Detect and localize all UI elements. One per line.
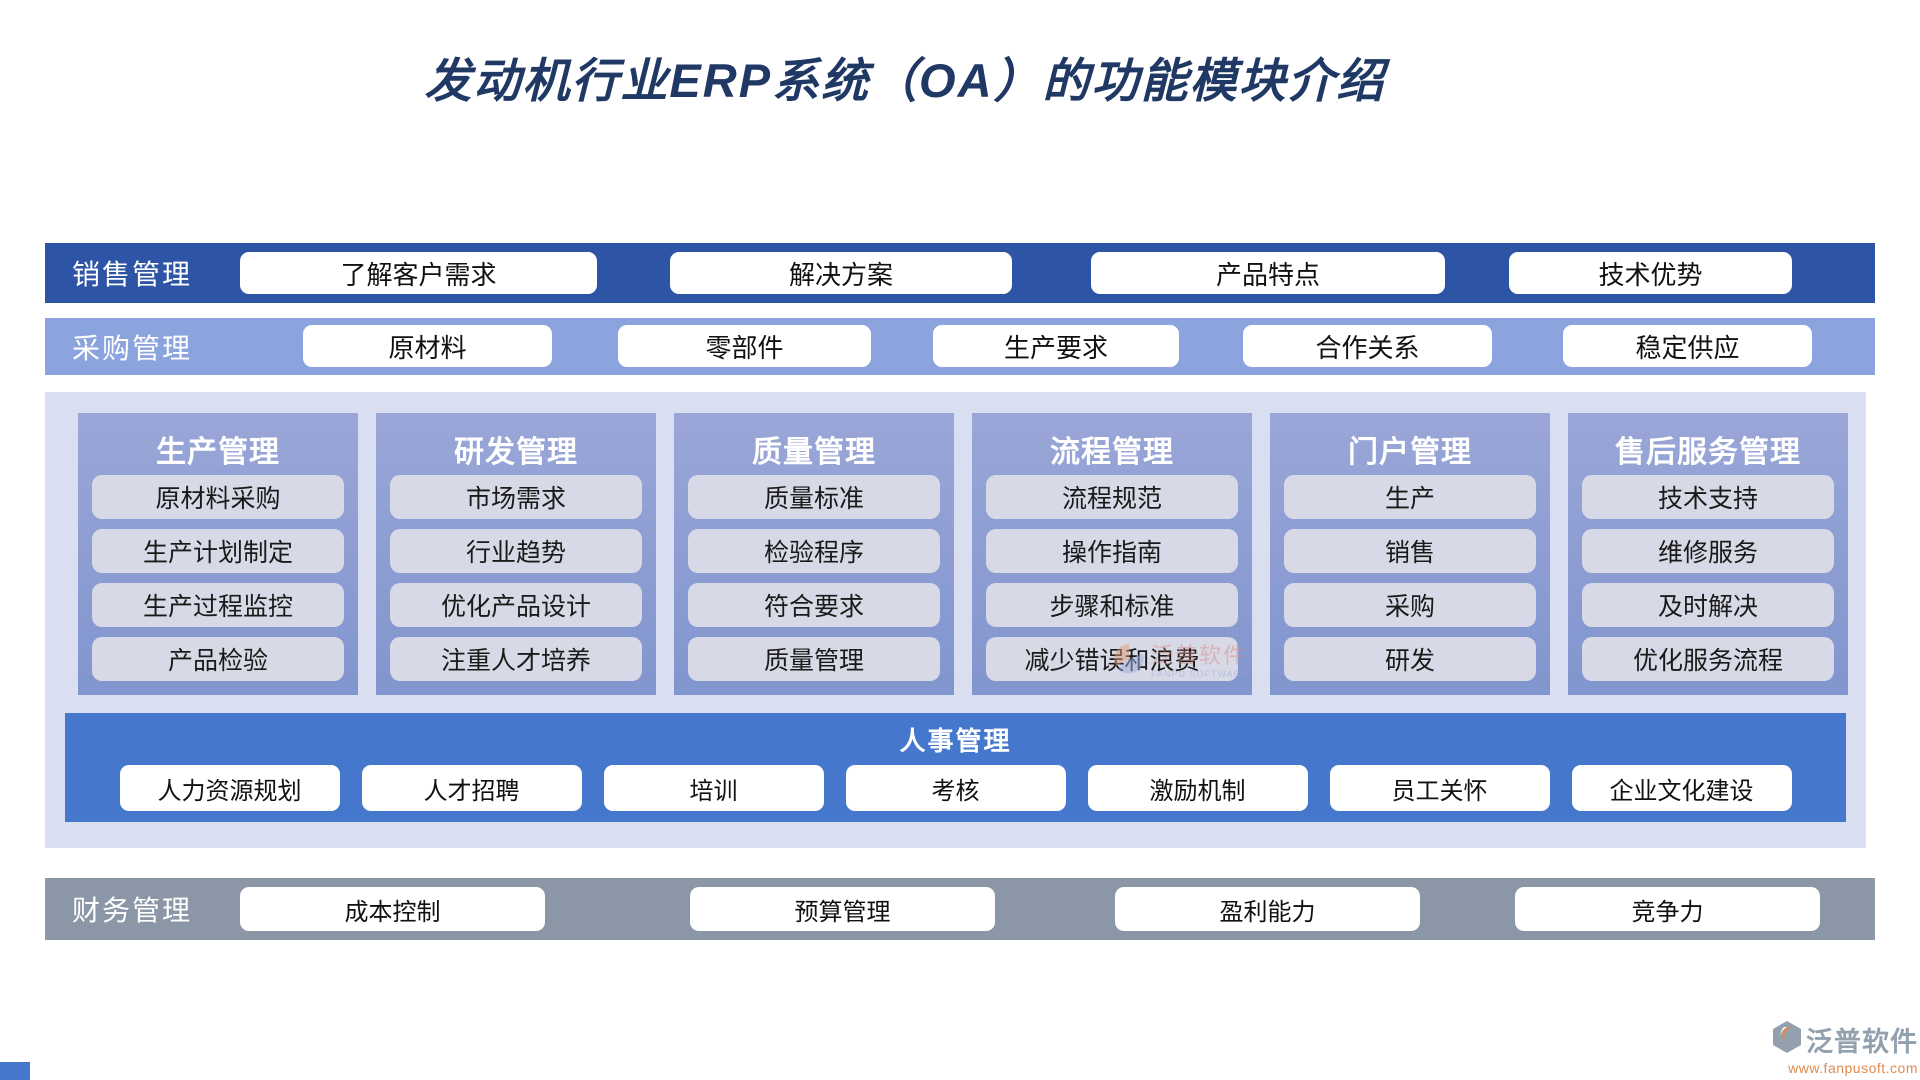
corner-fragment — [0, 1062, 30, 1080]
purchase-band: 采购管理 原材料 零部件 生产要求 合作关系 稳定供应 — [45, 318, 1875, 375]
column-item[interactable]: 技术支持 — [1582, 475, 1834, 519]
column-item[interactable]: 检验程序 — [688, 529, 940, 573]
column-item[interactable]: 生产 — [1284, 475, 1536, 519]
watermark-subtext: FANPU SOFTWARE — [1151, 668, 1249, 679]
footer-url[interactable]: www.fanpusoft.com — [1788, 1060, 1918, 1076]
sales-band: 销售管理 了解客户需求 解决方案 产品特点 技术优势 — [45, 243, 1875, 303]
sales-item[interactable]: 了解客户需求 — [240, 252, 597, 294]
hr-item[interactable]: 培训 — [603, 765, 824, 811]
column-title: 研发管理 — [454, 436, 578, 469]
finance-item[interactable]: 竞争力 — [1515, 887, 1820, 931]
column-aftersales: 售后服务管理 技术支持 维修服务 及时解决 优化服务流程 — [1568, 413, 1848, 695]
column-item[interactable]: 及时解决 — [1582, 583, 1834, 627]
hr-band-label: 人事管理 — [899, 727, 1012, 756]
hr-item[interactable]: 企业文化建设 — [1571, 765, 1792, 811]
column-item[interactable]: 质量标准 — [688, 475, 940, 519]
sales-item[interactable]: 解决方案 — [670, 252, 1012, 294]
column-item[interactable]: 销售 — [1284, 529, 1536, 573]
column-production: 生产管理 原材料采购 生产计划制定 生产过程监控 产品检验 — [78, 413, 358, 695]
hr-item[interactable]: 激励机制 — [1087, 765, 1308, 811]
modules-container: 生产管理 原材料采购 生产计划制定 生产过程监控 产品检验 研发管理 市场需求 … — [45, 392, 1866, 848]
column-item[interactable]: 减少错误和浪费 — [986, 637, 1238, 681]
column-portal: 门户管理 生产 销售 采购 研发 — [1270, 413, 1550, 695]
footer-brand: 泛普软件 — [1806, 1027, 1918, 1057]
footer-logo: 泛普软件 www.fanpusoft.com — [1732, 1020, 1918, 1076]
purchase-item[interactable]: 稳定供应 — [1563, 325, 1812, 367]
watermark-brand: 泛普软件 — [1151, 642, 1248, 668]
sales-band-label: 销售管理 — [72, 260, 193, 291]
hr-item[interactable]: 人力资源规划 — [119, 765, 340, 811]
column-item[interactable]: 市场需求 — [390, 475, 642, 519]
finance-item[interactable]: 预算管理 — [690, 887, 995, 931]
column-quality: 质量管理 质量标准 检验程序 符合要求 质量管理 — [674, 413, 954, 695]
purchase-item[interactable]: 零部件 — [618, 325, 871, 367]
finance-item[interactable]: 盈利能力 — [1115, 887, 1420, 931]
column-item[interactable]: 流程规范 — [986, 475, 1238, 519]
column-item[interactable]: 生产过程监控 — [92, 583, 344, 627]
column-item[interactable]: 生产计划制定 — [92, 529, 344, 573]
column-item[interactable]: 维修服务 — [1582, 529, 1834, 573]
sales-item[interactable]: 技术优势 — [1509, 252, 1792, 294]
hr-item[interactable]: 人才招聘 — [361, 765, 582, 811]
column-title: 流程管理 — [1050, 436, 1174, 469]
column-item[interactable]: 行业趋势 — [390, 529, 642, 573]
fanpu-watermark-logo-icon — [1112, 642, 1146, 681]
hr-item[interactable]: 员工关怀 — [1329, 765, 1550, 811]
column-title: 质量管理 — [752, 436, 876, 469]
watermark: 泛普软件 FANPU SOFTWARE — [1112, 642, 1248, 681]
column-item[interactable]: 符合要求 — [688, 583, 940, 627]
finance-item[interactable]: 成本控制 — [240, 887, 545, 931]
column-item[interactable]: 注重人才培养 — [390, 637, 642, 681]
column-item[interactable]: 原材料采购 — [92, 475, 344, 519]
column-item[interactable]: 步骤和标准 — [986, 583, 1238, 627]
column-item[interactable]: 研发 — [1284, 637, 1536, 681]
hr-item[interactable]: 考核 — [845, 765, 1066, 811]
column-item[interactable]: 操作指南 — [986, 529, 1238, 573]
column-title: 门户管理 — [1348, 436, 1472, 469]
column-item[interactable]: 质量管理 — [688, 637, 940, 681]
purchase-item[interactable]: 原材料 — [303, 325, 552, 367]
column-item[interactable]: 采购 — [1284, 583, 1536, 627]
column-title: 生产管理 — [156, 436, 280, 469]
column-item[interactable]: 优化产品设计 — [390, 583, 642, 627]
fanpu-logo-icon — [1771, 1020, 1803, 1059]
column-process: 流程管理 流程规范 操作指南 步骤和标准 减少错误和浪费 — [972, 413, 1252, 695]
sales-item[interactable]: 产品特点 — [1091, 252, 1445, 294]
page-title: 发动机行业ERP系统（OA）的功能模块介绍 — [424, 54, 1386, 107]
purchase-band-label: 采购管理 — [72, 333, 193, 365]
finance-band: 财务管理 成本控制 预算管理 盈利能力 竞争力 — [45, 878, 1875, 940]
column-item[interactable]: 产品检验 — [92, 637, 344, 681]
column-rd: 研发管理 市场需求 行业趋势 优化产品设计 注重人才培养 — [376, 413, 656, 695]
purchase-item[interactable]: 生产要求 — [933, 325, 1179, 367]
column-item[interactable]: 优化服务流程 — [1582, 637, 1834, 681]
column-title: 售后服务管理 — [1615, 436, 1801, 469]
finance-band-label: 财务管理 — [72, 896, 193, 927]
purchase-item[interactable]: 合作关系 — [1243, 325, 1492, 367]
hr-band: 人事管理 人力资源规划 人才招聘 培训 考核 激励机制 员工关怀 企业文化建设 — [65, 713, 1846, 822]
